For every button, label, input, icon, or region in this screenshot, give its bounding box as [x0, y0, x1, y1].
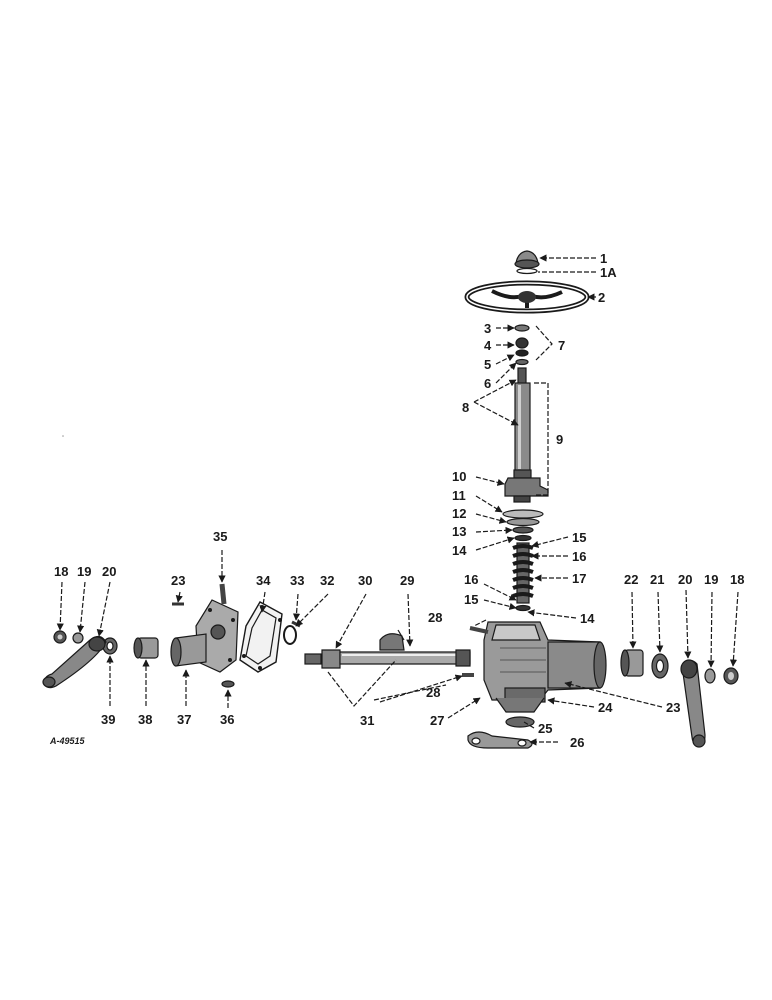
callout-29: 29: [400, 573, 414, 588]
callout-23b: 23: [666, 700, 680, 715]
callout-22: 22: [624, 572, 638, 587]
callout-6: 6: [484, 376, 491, 391]
shim-stack-part: [502, 509, 544, 542]
horn-cap-part: [514, 250, 540, 269]
callout-20l: 20: [102, 564, 116, 579]
cover-bolt-part: [219, 583, 227, 605]
callout-30: 30: [358, 573, 372, 588]
callout-26: 26: [570, 735, 584, 750]
callout-11: 11: [452, 488, 466, 503]
nut-left-part: [53, 630, 67, 644]
steering-arm-right-part: [680, 659, 706, 748]
bushing-right-part: [620, 649, 644, 677]
callout-15b: 15: [464, 592, 478, 607]
callout-24: 24: [598, 700, 613, 715]
plug-part: [221, 680, 235, 688]
callout-17: 17: [572, 571, 586, 586]
callout-13: 13: [452, 524, 466, 539]
callout-35: 35: [213, 529, 227, 544]
side-cover-part: [170, 599, 239, 673]
callout-33: 33: [290, 573, 304, 588]
washer-left-part: [72, 632, 84, 644]
worm-shaft-part: [512, 542, 534, 612]
figure-reference: A-49515: [49, 736, 86, 746]
callout-12: 12: [452, 506, 466, 521]
callout-28b: 28: [426, 685, 440, 700]
column-top-hardware-part: [514, 324, 530, 366]
callout-38: 38: [138, 712, 152, 727]
callout-27: 27: [430, 713, 444, 728]
leader-lines: [56, 254, 739, 746]
nut-right-part: [723, 667, 739, 685]
seal-right-part: [651, 653, 669, 679]
callout-10: 10: [452, 469, 466, 484]
callout-5: 5: [484, 357, 491, 372]
callout-23a: 23: [171, 573, 185, 588]
callout-34: 34: [256, 573, 271, 588]
callout-18r: 18: [730, 572, 744, 587]
callout-16a: 16: [572, 549, 586, 564]
callout-32: 32: [320, 573, 334, 588]
callout-14b: 14: [580, 611, 595, 626]
callout-19r: 19: [704, 572, 718, 587]
callout-16b: 16: [464, 572, 478, 587]
washer-right-part: [704, 668, 716, 684]
callout-39: 39: [101, 712, 115, 727]
callout-1a: 1A: [600, 265, 617, 280]
snap-ring-part: [516, 267, 538, 275]
drag-link-part: [467, 731, 533, 749]
callout-15a: 15: [572, 530, 586, 545]
pin-upper-part: [469, 626, 489, 634]
steering-arm-left-part: [42, 635, 107, 689]
callout-labels: 1 1A 2 3 4 5 6 7 8 9 10 11 12 13 14 15 1…: [49, 251, 744, 750]
callout-28a: 28: [428, 610, 442, 625]
bushing-left-part: [133, 637, 159, 659]
scan-speck: [62, 435, 64, 437]
column-bracket-part: [504, 477, 549, 503]
callout-19l: 19: [77, 564, 91, 579]
callout-36: 36: [220, 712, 234, 727]
callout-9: 9: [556, 432, 563, 447]
callout-14a: 14: [452, 543, 467, 558]
steering-column-part: [513, 367, 532, 479]
callout-37: 37: [177, 712, 191, 727]
callout-20r: 20: [678, 572, 692, 587]
gear-housing-part: [483, 621, 607, 703]
callout-21: 21: [650, 572, 664, 587]
gasket-part: [239, 601, 283, 673]
callout-31: 31: [360, 713, 374, 728]
o-ring-part: [283, 625, 297, 645]
steering-wheel-part: [464, 280, 590, 314]
callout-7: 7: [558, 338, 565, 353]
lower-bracket-part: [495, 697, 545, 728]
callout-4: 4: [484, 338, 492, 353]
callout-3: 3: [484, 321, 491, 336]
sector-shaft-part: [304, 629, 471, 669]
callout-8: 8: [462, 400, 469, 415]
callout-1: 1: [600, 251, 607, 266]
callout-18l: 18: [54, 564, 68, 579]
callout-2: 2: [598, 290, 605, 305]
callout-25: 25: [538, 721, 552, 736]
